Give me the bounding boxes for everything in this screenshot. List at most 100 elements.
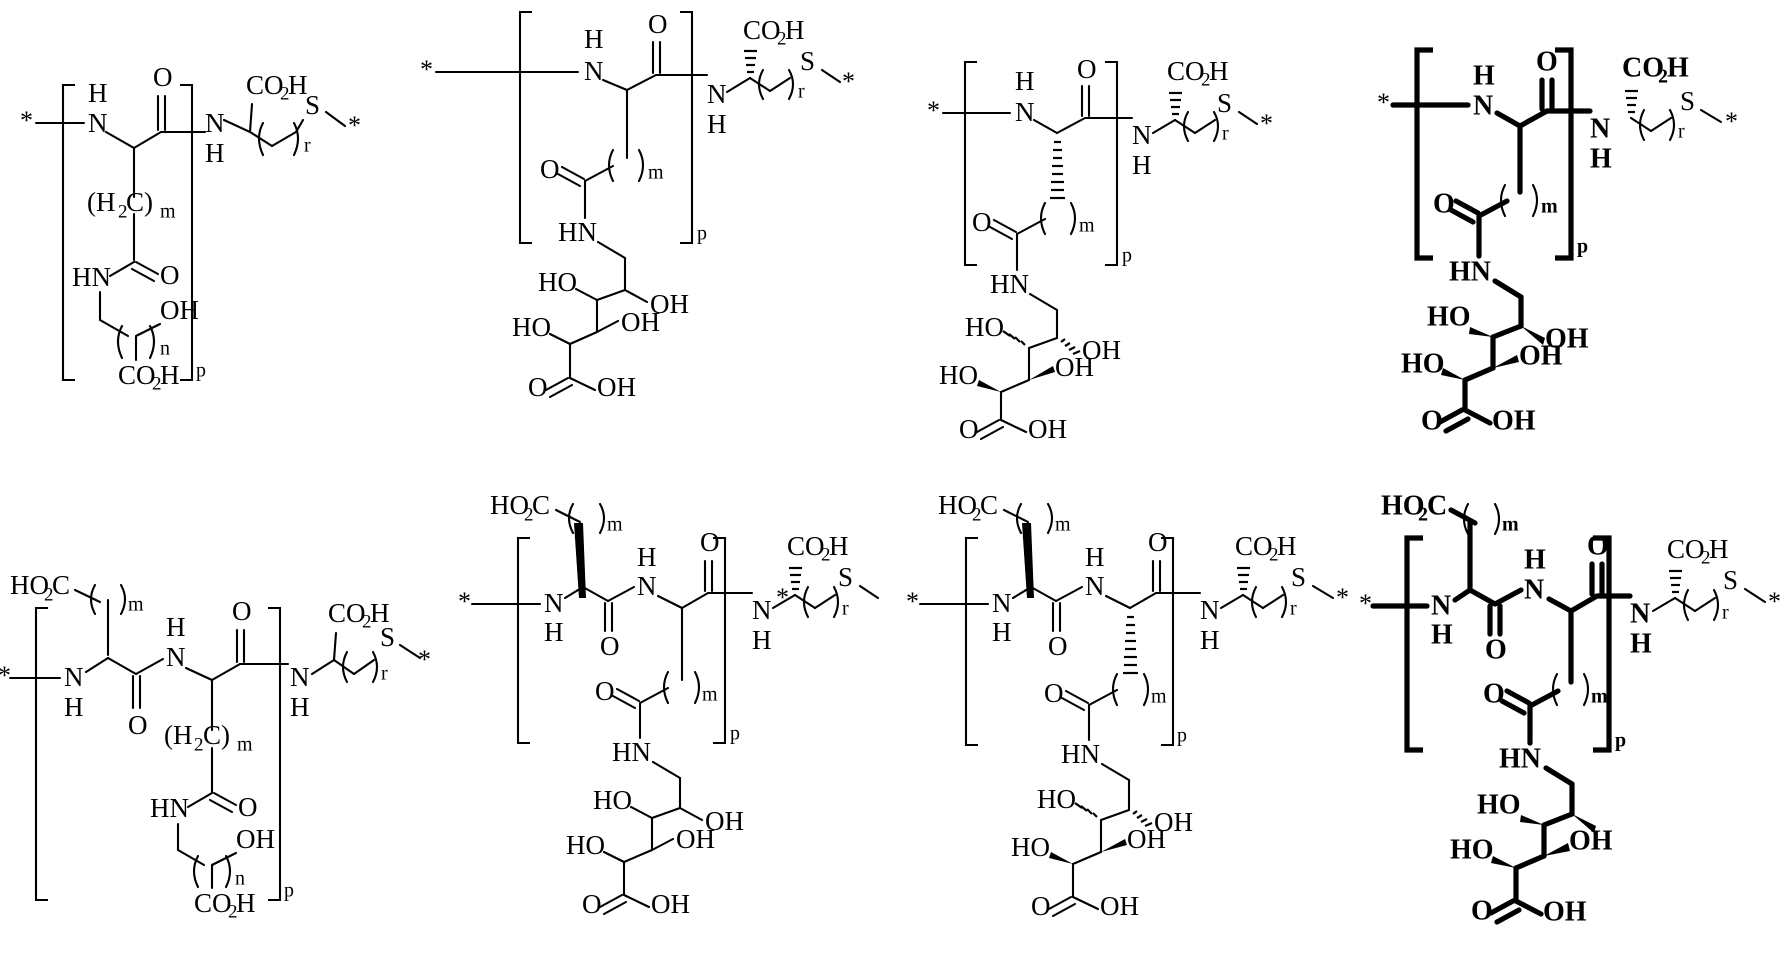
bond-sugar-C2-C3	[595, 288, 627, 302]
stereo-hash-CO2H	[1237, 566, 1250, 591]
atom-label-O1: O	[648, 9, 668, 39]
structure-6-terminal: S *	[776, 562, 880, 612]
stereo-wedge-OH2	[1493, 355, 1519, 368]
atom-label-CO2H2-2: 2	[152, 373, 162, 394]
bond-CH2-C3	[98, 318, 130, 338]
atom-label-H3: H	[1630, 628, 1652, 659]
atom-label-OH2: OH	[621, 307, 660, 337]
paren-close-n	[224, 854, 232, 889]
bracket-subscript-p: p	[1615, 730, 1626, 752]
atom-label-HO2C-C: C	[52, 570, 70, 600]
repeat-subscript-m: m	[1055, 514, 1071, 536]
bond-COOH-double-a	[975, 418, 1001, 434]
bracket-right	[1161, 536, 1175, 747]
bond-CO-HN	[186, 791, 214, 809]
bond-COOH-double-a	[544, 376, 570, 392]
bond-CH2-C3	[176, 848, 206, 867]
bracket-subscript-p: p	[730, 723, 740, 745]
atom-label-CO2H-H: H	[1709, 534, 1729, 564]
bond-Ca2-C2	[680, 591, 710, 610]
atom-label-N1: N	[584, 56, 604, 86]
atom-label-HO2C-C: C	[980, 490, 998, 520]
bond-Ca-Ccarbonyl	[132, 130, 163, 150]
atom-label-H2: H	[707, 109, 727, 139]
atom-label-O2: O	[232, 596, 252, 626]
bond-sugar-C2-C3	[1099, 808, 1131, 822]
bond-S-star	[1237, 110, 1259, 126]
atom-label-N2: N	[637, 571, 657, 601]
bond-Ca1-C1	[1029, 585, 1058, 603]
repeat-subscript-r: r	[381, 663, 388, 685]
repeat-subscript-r: r	[798, 81, 805, 103]
bond-C1-N2	[1492, 587, 1524, 607]
bond-CO-double-b	[611, 694, 637, 710]
bracket-subscript-p: p	[1577, 236, 1588, 258]
bond-N1-Ca	[1494, 110, 1523, 129]
atom-label-HN: HN	[1061, 739, 1100, 769]
label-H2C-sub2: 2	[194, 734, 204, 755]
bracket-left	[518, 10, 532, 245]
atom-label-O3: O	[595, 676, 615, 706]
bond-side-carbonyl	[1087, 688, 1119, 707]
bond-sugar-C4-OH	[650, 837, 675, 852]
atom-label-HO2: HO	[512, 312, 551, 342]
stereo-hash-CO2H	[789, 566, 802, 591]
bond-COOH-OH	[622, 893, 651, 909]
repeat-subscript-m2: m	[237, 734, 253, 756]
atom-label-H2: H	[166, 612, 186, 642]
label-H2C-close: C)	[203, 720, 230, 750]
bond-N2-Ca2	[1151, 118, 1177, 135]
bracket-subscript-p: p	[697, 223, 707, 245]
atom-label-N3: N	[290, 662, 310, 692]
atom-label-N2: N	[707, 79, 727, 109]
atom-label-S: S	[1291, 562, 1306, 592]
atom-label-H3: H	[290, 692, 310, 722]
bond-S-star	[324, 110, 347, 128]
terminal-star-right: *	[348, 111, 361, 140]
paren-close-m2	[693, 670, 701, 705]
atom-label-N1: N	[992, 588, 1012, 618]
paren-open-n	[192, 854, 200, 889]
atom-label-N1: N	[1431, 590, 1451, 621]
structure-4-tail: O OH	[1421, 405, 1536, 436]
terminal-star-right: *	[1725, 107, 1738, 136]
label-H2C-open: (H	[87, 187, 116, 217]
atom-label-H2: H	[205, 138, 225, 168]
bond-sugar-C4-C5	[1071, 850, 1103, 866]
bond-Ca1-C1	[1467, 587, 1498, 607]
repeat-subscript-m: m	[1541, 196, 1558, 218]
atom-label-H1: H	[584, 24, 604, 54]
bracket-right	[680, 10, 694, 245]
bond-sugar-C2-OH	[678, 806, 704, 822]
stereo-wedge-HO2	[1049, 852, 1073, 864]
atom-label-O4: O	[582, 889, 602, 919]
atom-label-HN: HN	[990, 269, 1029, 299]
atom-label-S: S	[1723, 565, 1738, 595]
label-H2C-open: (H	[164, 720, 193, 750]
paren-open-m	[1039, 201, 1047, 236]
structure-4: p * N H O N m O HN OH HO OH HO	[1377, 46, 1610, 411]
structure-8-tail: OH HO O OH	[1450, 825, 1613, 927]
paren-close-m	[1069, 201, 1077, 236]
paren-open-r	[1682, 588, 1690, 622]
atom-label-HN: HN	[1449, 256, 1491, 287]
atom-label-CO2H-C: CO	[787, 531, 825, 561]
repeat-subscript-r: r	[1722, 602, 1729, 624]
stereo-hash-CO2H	[744, 49, 757, 74]
atom-label-CO2H-2: 2	[821, 544, 831, 565]
atom-label-HO2: HO	[1450, 834, 1494, 865]
atom-label-CO2H2-C: CO	[194, 888, 232, 918]
stereo-wedge-sidechain	[574, 523, 586, 598]
bond-C1-N2	[1054, 585, 1084, 603]
bond-HN-CH2sugar	[1100, 762, 1131, 782]
atom-label-O2: O	[1148, 527, 1168, 557]
atom-label-H1: H	[1431, 619, 1453, 650]
bond-HN-CH2sugar	[651, 760, 682, 780]
repeat-subscript-m: m	[128, 594, 144, 616]
bond-C3-OH	[134, 322, 162, 338]
bond-Ca2-C2	[210, 662, 242, 682]
structure-8-terminal: p N H CO 2 H r S *	[1594, 534, 1781, 752]
bond-CO-double-a	[134, 260, 160, 276]
stereo-hash-sidechain2	[1123, 615, 1138, 675]
